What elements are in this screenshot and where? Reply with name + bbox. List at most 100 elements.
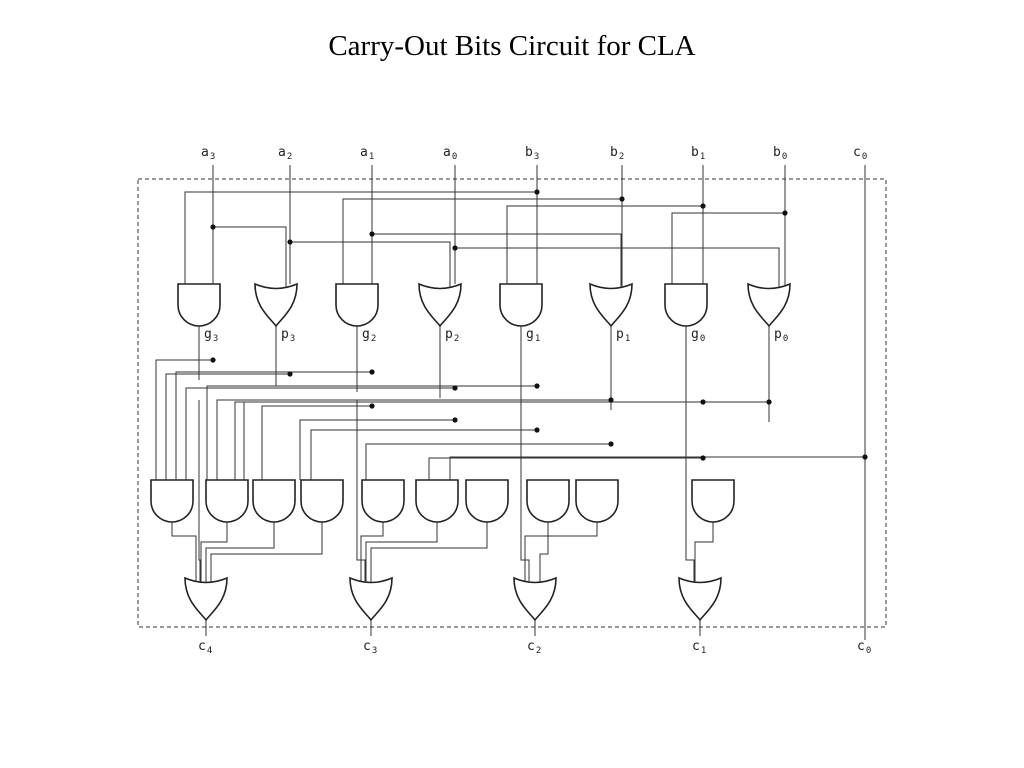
or-gate-p0 <box>747 282 791 328</box>
gp_gates-label: g1 <box>526 327 540 344</box>
outputs-label: c0 <box>857 639 871 656</box>
gp_gates-label-subscript: 2 <box>371 334 376 344</box>
junction-dot <box>619 196 625 202</box>
gp_gates-label: p3 <box>281 327 295 344</box>
and-to-or-wire <box>370 522 488 582</box>
gates <box>150 282 791 622</box>
junction-dot <box>534 427 540 433</box>
carry-and-gate-2 <box>205 479 249 523</box>
gp_gates-label: g3 <box>204 327 218 344</box>
gp_gates-label-subscript: 3 <box>213 334 218 344</box>
junction-dot <box>369 369 375 375</box>
slide-title: Carry-Out Bits Circuit for CLA <box>328 30 696 62</box>
gp_gates-label-subscript: 1 <box>625 334 630 344</box>
bus-wire <box>206 385 537 480</box>
gp_gates-label: g0 <box>691 327 705 344</box>
inputs-label-subscript: 0 <box>452 152 457 162</box>
and-to-or-wire <box>539 522 549 582</box>
bus-wire <box>216 399 611 480</box>
wires <box>155 165 866 640</box>
inputs-label-subscript: 1 <box>369 152 374 162</box>
and-to-or-wire <box>210 522 323 582</box>
and-to-or-wire <box>200 522 228 582</box>
junction-dot <box>452 385 458 391</box>
bus-wire <box>428 457 703 480</box>
outputs-label: c4 <box>198 639 212 656</box>
bus-wire <box>365 443 611 480</box>
junction-dot <box>287 371 293 377</box>
and-gate-g3 <box>177 283 221 327</box>
inputs-label: b3 <box>525 145 539 162</box>
g-direct-wire <box>198 400 201 581</box>
junction-dot <box>608 441 614 447</box>
inputs-label-subscript: 2 <box>287 152 292 162</box>
carry-and-gate-1 <box>150 479 194 523</box>
and-gate-g0 <box>664 283 708 327</box>
junction-dot <box>369 231 375 237</box>
outputs-label-subscript: 3 <box>372 646 377 656</box>
and-to-or-wire <box>205 522 275 582</box>
carry-and-gate-7 <box>465 479 509 523</box>
bus-wire <box>449 456 865 480</box>
junction-dot <box>766 399 772 405</box>
bus-wire <box>175 371 372 480</box>
carry-and-gate-3 <box>252 479 296 523</box>
gp_gates-label: p1 <box>616 327 630 344</box>
junction-dot <box>700 399 706 405</box>
junction-dot <box>700 455 706 461</box>
gp_gates-label: p0 <box>774 327 788 344</box>
and-to-or-wire <box>365 522 438 582</box>
g-direct-wire <box>685 400 695 581</box>
wire-a-tap <box>290 241 451 288</box>
wire-b-tap <box>184 191 537 284</box>
junction-dots <box>210 189 868 461</box>
outputs-label: c1 <box>692 639 706 656</box>
junction-dot <box>210 357 216 363</box>
inputs-label: c0 <box>853 145 867 162</box>
and-gate-g2 <box>335 283 379 327</box>
and-to-or-wire <box>694 522 714 582</box>
outputs-label-subscript: 0 <box>866 646 871 656</box>
gp_gates-label-subscript: 2 <box>454 334 459 344</box>
wire-b-tap <box>671 212 785 284</box>
or-gate-p2 <box>418 282 462 328</box>
carry-and-gate-5 <box>361 479 405 523</box>
and-to-or-wire <box>524 522 598 582</box>
carry-and-gate-4 <box>300 479 344 523</box>
bus-wire <box>185 387 455 480</box>
junction-dot <box>369 403 375 409</box>
inputs-label-subscript: 0 <box>862 152 867 162</box>
junction-dot <box>210 224 216 230</box>
bus-wire <box>165 373 290 480</box>
inputs-label: a2 <box>278 145 292 162</box>
bus-wire <box>310 429 537 480</box>
junction-dot <box>452 417 458 423</box>
g-direct-wire <box>356 400 366 581</box>
junction-dot <box>782 210 788 216</box>
carry-or-gate-c3 <box>349 576 393 622</box>
carry-or-gate-c2 <box>513 576 557 622</box>
gp_gates-label-subscript: 1 <box>535 334 540 344</box>
inputs-label: a0 <box>443 145 457 162</box>
carry-and-gate-9 <box>575 479 619 523</box>
junction-dot <box>287 239 293 245</box>
gp_gates-label-subscript: 0 <box>700 334 705 344</box>
or-gate-p1 <box>589 282 633 328</box>
outputs-label: c2 <box>527 639 541 656</box>
inputs-label: b2 <box>610 145 624 162</box>
bus-wire <box>299 419 455 480</box>
gp_gates-label: p2 <box>445 327 459 344</box>
carry-or-gate-c4 <box>184 576 228 622</box>
junction-dot <box>862 454 868 460</box>
junction-dot <box>534 189 540 195</box>
outputs-label-subscript: 2 <box>536 646 541 656</box>
and-gate-g1 <box>499 283 543 327</box>
gp_gates-label-subscript: 0 <box>783 334 788 344</box>
wire-a-tap <box>455 247 780 288</box>
inputs-label: a3 <box>201 145 215 162</box>
circuit-boundary <box>137 178 887 628</box>
outputs-label-subscript: 1 <box>701 646 706 656</box>
g-direct-wire <box>520 400 530 581</box>
junction-dot <box>608 397 614 403</box>
bus-wire <box>155 359 213 480</box>
